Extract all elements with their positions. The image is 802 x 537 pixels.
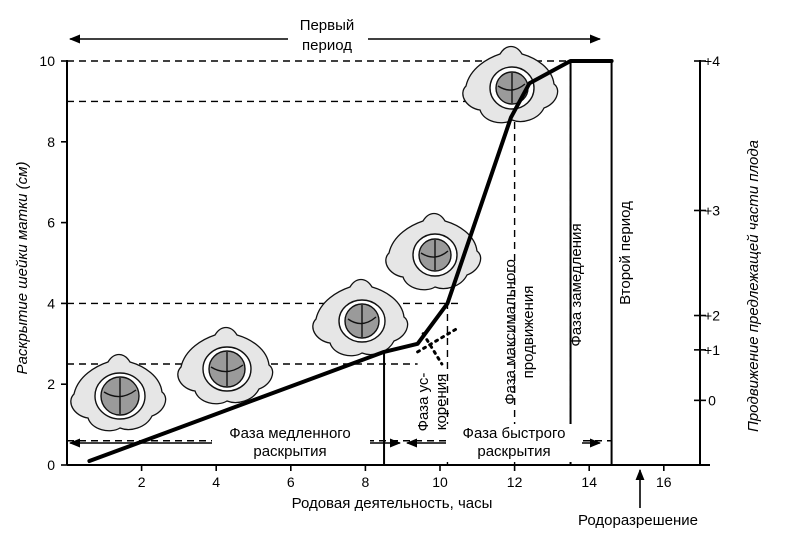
pelvis-head-illustration-3 bbox=[312, 278, 409, 357]
latent-phase-label-line1: Фаза медленного bbox=[229, 425, 351, 442]
y-tick-label: 10 bbox=[39, 53, 55, 69]
dotted-trend-line bbox=[416, 326, 461, 354]
x-tick-label: 10 bbox=[432, 474, 448, 490]
first-period-label-line1: Первый bbox=[300, 17, 355, 34]
acceleration-phase-label-line2: корения bbox=[433, 374, 450, 431]
y-axis-title-left: Раскрытие шейки матки (см) bbox=[14, 162, 31, 375]
active-phase-label-line2: раскрытия bbox=[477, 443, 550, 460]
right-tick-label: +4 bbox=[704, 53, 720, 69]
y-tick-label: 4 bbox=[47, 295, 55, 311]
x-tick-label: 14 bbox=[581, 474, 597, 490]
axis-ticks: 2 4 6 8 10 12 14 16 0 2 4 6 8 10 +4 +3 +2 +1 0 bbox=[39, 53, 720, 490]
y-tick-label: 8 bbox=[47, 134, 55, 150]
right-tick-label: 0 bbox=[708, 392, 716, 408]
pelvis-head-illustration-2 bbox=[177, 326, 274, 405]
y-tick-label: 0 bbox=[47, 457, 55, 473]
pelvis-head-illustration-5 bbox=[462, 45, 559, 124]
max-slope-phase-label-line2: продвижения bbox=[520, 286, 537, 379]
dilation-curve-line bbox=[87, 59, 614, 463]
x-tick-label: 2 bbox=[138, 474, 146, 490]
delivery-label: Родоразрешение bbox=[578, 512, 698, 529]
y-axis-title-right: Продвижение предлежащей части плода bbox=[745, 140, 762, 432]
latent-phase-label-line2: раскрытия bbox=[253, 443, 326, 460]
labor-curve bbox=[87, 59, 614, 463]
latent-phase-label-bg bbox=[212, 424, 370, 462]
right-tick-label: +2 bbox=[704, 308, 720, 324]
active-phase-label-bg bbox=[446, 424, 582, 462]
first-period-label-line2: период bbox=[302, 37, 352, 54]
deceleration-phase-label: Фаза замедления bbox=[568, 223, 585, 346]
max-slope-phase-label-line1: Фаза максимального bbox=[502, 259, 519, 405]
acceleration-phase-label-line1: Фаза ус- bbox=[415, 373, 432, 432]
x-tick-label: 8 bbox=[362, 474, 370, 490]
y-tick-label: 6 bbox=[47, 215, 55, 231]
x-tick-label: 6 bbox=[287, 474, 295, 490]
x-tick-label: 16 bbox=[656, 474, 672, 490]
y-tick-label: 2 bbox=[47, 376, 55, 392]
x-tick-label: 12 bbox=[507, 474, 523, 490]
right-tick-label: +1 bbox=[704, 342, 720, 358]
x-tick-label: 4 bbox=[212, 474, 220, 490]
x-axis-title: Родовая деятельность, часы bbox=[292, 495, 493, 512]
active-phase-label-line1: Фаза быстрого bbox=[463, 425, 566, 442]
pelvis-head-illustration-4 bbox=[385, 212, 482, 291]
right-tick-label: +3 bbox=[704, 202, 720, 218]
second-period-label: Второй период bbox=[617, 201, 634, 305]
pelvis-head-illustration-1 bbox=[70, 353, 167, 432]
first-period-label-bg bbox=[288, 14, 368, 58]
dotted-trend-line bbox=[421, 332, 444, 366]
